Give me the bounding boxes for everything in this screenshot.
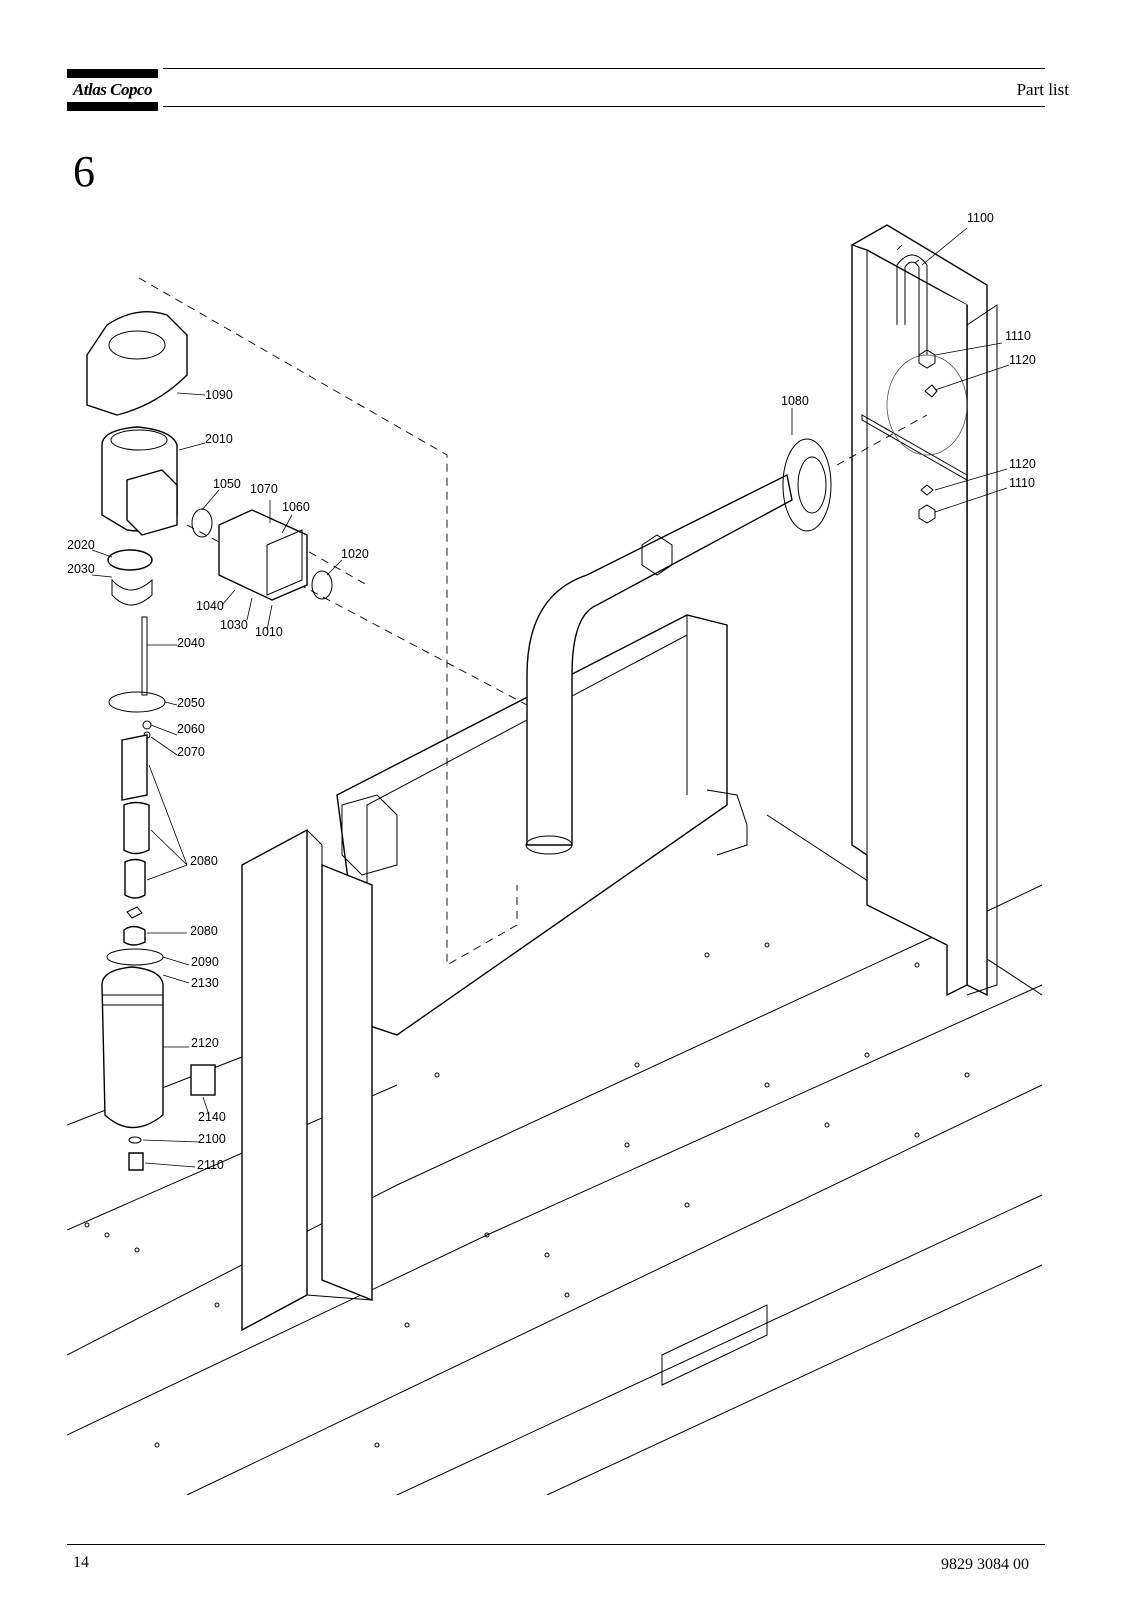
callout-2090: 2090	[191, 955, 219, 969]
callout-1120: 1120	[1009, 353, 1036, 367]
logo-wordmark: Atlas Copco	[72, 80, 153, 99]
left-channel	[241, 828, 373, 1332]
callout-2010: 2010	[205, 432, 233, 446]
base-frame	[67, 814, 1043, 1495]
callout-1110: 1110	[1009, 476, 1035, 490]
callout-1120: 1120	[1009, 457, 1036, 471]
callout-1050: 1050	[213, 477, 241, 491]
document-number: 9829 3084 00	[941, 1556, 1029, 1573]
callout-1040: 1040	[196, 599, 224, 613]
callout-1110: 1110	[1005, 329, 1031, 343]
floor-holes	[84, 942, 970, 1448]
callout-1080: 1080	[781, 394, 809, 408]
section-number: 6	[73, 147, 95, 196]
exploded-parts-drawing: 1100 1110 1120 1080 1120 1110 1090 2010 …	[67, 205, 1067, 1495]
callout-1060: 1060	[282, 500, 310, 514]
header-rule-top	[163, 68, 1045, 69]
callout-2080: 2080	[190, 924, 218, 938]
callout-2030: 2030	[67, 562, 95, 576]
callout-1100: 1100	[967, 211, 994, 225]
callout-2070: 2070	[177, 745, 205, 759]
callout-2130: 2130	[191, 976, 219, 990]
callout-1020: 1020	[341, 547, 369, 561]
pipe-assembly	[525, 438, 832, 855]
page-number: 14	[73, 1554, 89, 1571]
leader-lines	[91, 227, 1010, 1168]
exploded-filter-column	[86, 310, 333, 1171]
header-rule-bottom	[163, 106, 1045, 107]
callout-2110: 2110	[197, 1158, 224, 1172]
callout-2140: 2140	[198, 1110, 226, 1124]
callout-labels: 1100 1110 1120 1080 1120 1110 1090 2010 …	[67, 211, 1036, 1172]
callout-2040: 2040	[177, 636, 205, 650]
callout-2020: 2020	[67, 538, 95, 552]
right-frame-panel	[850, 224, 998, 997]
logo-bar-bottom	[67, 102, 158, 111]
callout-2060: 2060	[177, 722, 205, 736]
callout-2050: 2050	[177, 696, 205, 710]
assembly-dash-lines	[138, 277, 928, 966]
callout-2120: 2120	[191, 1036, 219, 1050]
atlas-copco-logo: Atlas Copco	[67, 69, 158, 111]
callout-1070: 1070	[250, 482, 278, 496]
header-title: Part list	[1016, 80, 1069, 99]
footer-rule	[67, 1544, 1045, 1545]
callout-2080: 2080	[190, 854, 218, 868]
parts-drawing-svg: 1100 1110 1120 1080 1120 1110 1090 2010 …	[67, 211, 1043, 1495]
callout-1010: 1010	[255, 625, 283, 639]
logo-bar-top	[67, 69, 158, 78]
callout-1030: 1030	[220, 618, 248, 632]
callout-1090: 1090	[205, 388, 233, 402]
callout-2100: 2100	[198, 1132, 226, 1146]
